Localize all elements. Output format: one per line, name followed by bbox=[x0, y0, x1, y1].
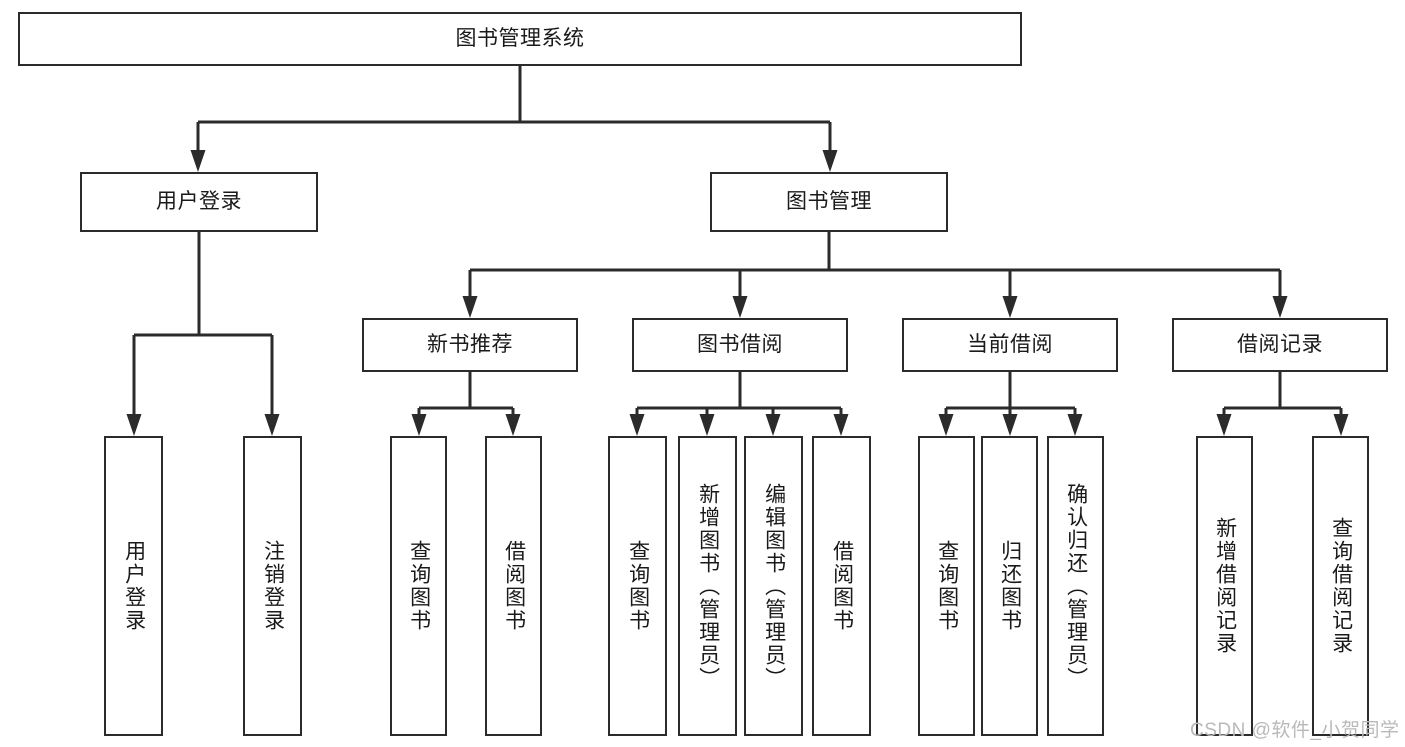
node-label: 新书推荐 bbox=[427, 333, 513, 357]
node-leaf-borrow-book-2[interactable]: 借阅图书 bbox=[812, 436, 871, 736]
node-label: 编辑图书（管理员） bbox=[762, 482, 786, 690]
connector-arrowhead bbox=[462, 296, 478, 318]
node-label: 用户登录 bbox=[156, 190, 242, 214]
node-label: 借阅图书 bbox=[502, 540, 526, 632]
connector-arrowhead bbox=[1067, 414, 1083, 436]
connector-arrowhead bbox=[1002, 296, 1018, 318]
connector-arrowhead bbox=[833, 414, 849, 436]
node-label: 查询借阅记录 bbox=[1329, 517, 1353, 655]
node-leaf-edit-book[interactable]: 编辑图书（管理员） bbox=[744, 436, 803, 736]
node-leaf-add-record[interactable]: 新增借阅记录 bbox=[1196, 436, 1253, 736]
node-leaf-query-book-1[interactable]: 查询图书 bbox=[390, 436, 447, 736]
node-leaf-confirm-return[interactable]: 确认归还（管理员） bbox=[1047, 436, 1104, 736]
connector-arrowhead bbox=[1216, 414, 1232, 436]
node-label: 新增图书（管理员） bbox=[696, 482, 720, 690]
node-leaf-query-book-2[interactable]: 查询图书 bbox=[608, 436, 667, 736]
node-label: 归还图书 bbox=[998, 540, 1022, 632]
node-leaf-logout[interactable]: 注销登录 bbox=[243, 436, 302, 736]
node-leaf-user-login[interactable]: 用户登录 bbox=[104, 436, 163, 736]
node-borrow-record[interactable]: 借阅记录 bbox=[1172, 318, 1388, 372]
node-user-login[interactable]: 用户登录 bbox=[80, 172, 318, 232]
node-root[interactable]: 图书管理系统 bbox=[18, 12, 1022, 66]
node-label: 新增借阅记录 bbox=[1213, 517, 1237, 655]
node-leaf-borrow-book-1[interactable]: 借阅图书 bbox=[485, 436, 542, 736]
connector-arrowhead bbox=[190, 150, 206, 172]
connector-arrowhead bbox=[264, 414, 280, 436]
node-label: 借阅图书 bbox=[830, 540, 854, 632]
connector-arrowhead bbox=[732, 296, 748, 318]
node-label: 查询图书 bbox=[407, 540, 431, 632]
node-label: 用户登录 bbox=[122, 540, 146, 632]
connector-arrowhead bbox=[505, 414, 521, 436]
connector-arrowhead bbox=[1002, 414, 1018, 436]
connector-arrowhead bbox=[1272, 296, 1288, 318]
node-leaf-query-record[interactable]: 查询借阅记录 bbox=[1312, 436, 1369, 736]
node-label: 图书借阅 bbox=[697, 333, 783, 357]
node-label: 借阅记录 bbox=[1237, 333, 1323, 357]
node-leaf-add-book[interactable]: 新增图书（管理员） bbox=[678, 436, 737, 736]
connector-arrowhead bbox=[822, 150, 838, 172]
node-book-borrow[interactable]: 图书借阅 bbox=[632, 318, 848, 372]
connector-arrowhead bbox=[126, 414, 142, 436]
node-label: 当前借阅 bbox=[967, 333, 1053, 357]
connector-arrowhead bbox=[699, 414, 715, 436]
node-label: 图书管理 bbox=[786, 190, 872, 214]
node-leaf-query-book-3[interactable]: 查询图书 bbox=[918, 436, 975, 736]
node-label: 图书管理系统 bbox=[455, 27, 585, 51]
node-label: 确认归还（管理员） bbox=[1064, 482, 1088, 690]
connector-arrowhead bbox=[411, 414, 427, 436]
node-label: 查询图书 bbox=[935, 540, 959, 632]
connector-arrowhead bbox=[1333, 414, 1349, 436]
connector-arrowhead bbox=[765, 414, 781, 436]
connector-arrowhead bbox=[938, 414, 954, 436]
node-label: 查询图书 bbox=[626, 540, 650, 632]
node-leaf-return-book[interactable]: 归还图书 bbox=[981, 436, 1038, 736]
connector-arrowhead bbox=[629, 414, 645, 436]
node-book-manage[interactable]: 图书管理 bbox=[710, 172, 948, 232]
node-current-borrow[interactable]: 当前借阅 bbox=[902, 318, 1118, 372]
node-label: 注销登录 bbox=[261, 540, 285, 632]
node-new-book-recommend[interactable]: 新书推荐 bbox=[362, 318, 578, 372]
